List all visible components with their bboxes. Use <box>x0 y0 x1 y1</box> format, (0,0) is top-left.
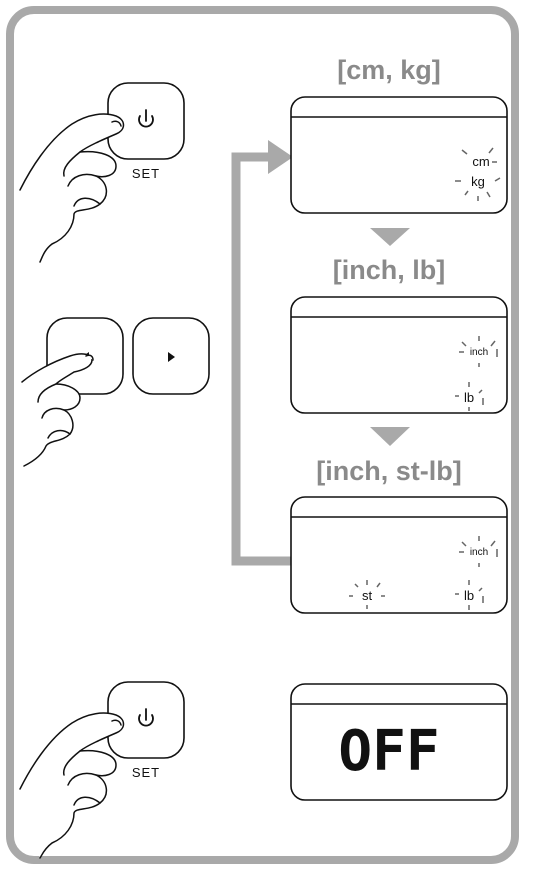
off-text: OFF <box>338 719 439 784</box>
set-label: SET <box>132 166 160 181</box>
hand-top <box>20 114 124 262</box>
unit-kg: kg <box>471 174 485 189</box>
display-inch-lb: inch lb <box>291 297 507 413</box>
heading-inch-st-lb: [inch, st-lb] <box>316 456 461 486</box>
set-label: SET <box>132 765 160 780</box>
unit-st: st <box>362 588 373 603</box>
unit-cm: cm <box>472 154 489 169</box>
heading-cm-kg: [cm, kg] <box>337 55 441 85</box>
down-arrow-1 <box>370 228 410 246</box>
down-arrow-2 <box>370 427 410 446</box>
unit-lb: lb <box>464 588 474 603</box>
display-inch-st-lb: inch st lb <box>291 497 507 613</box>
hand-bottom <box>20 713 124 858</box>
unit-inch: inch <box>470 347 488 358</box>
display-cm-kg: cm kg <box>291 97 507 213</box>
loop-arrow-path <box>236 157 292 561</box>
loop-arrow-head <box>268 140 293 174</box>
display-off: OFF <box>291 684 507 800</box>
unit-lb: lb <box>464 390 474 405</box>
unit-inch: inch <box>470 547 488 558</box>
right-button[interactable] <box>133 318 209 394</box>
loop-arrow <box>236 157 292 561</box>
heading-inch-lb: [inch, lb] <box>333 255 445 285</box>
